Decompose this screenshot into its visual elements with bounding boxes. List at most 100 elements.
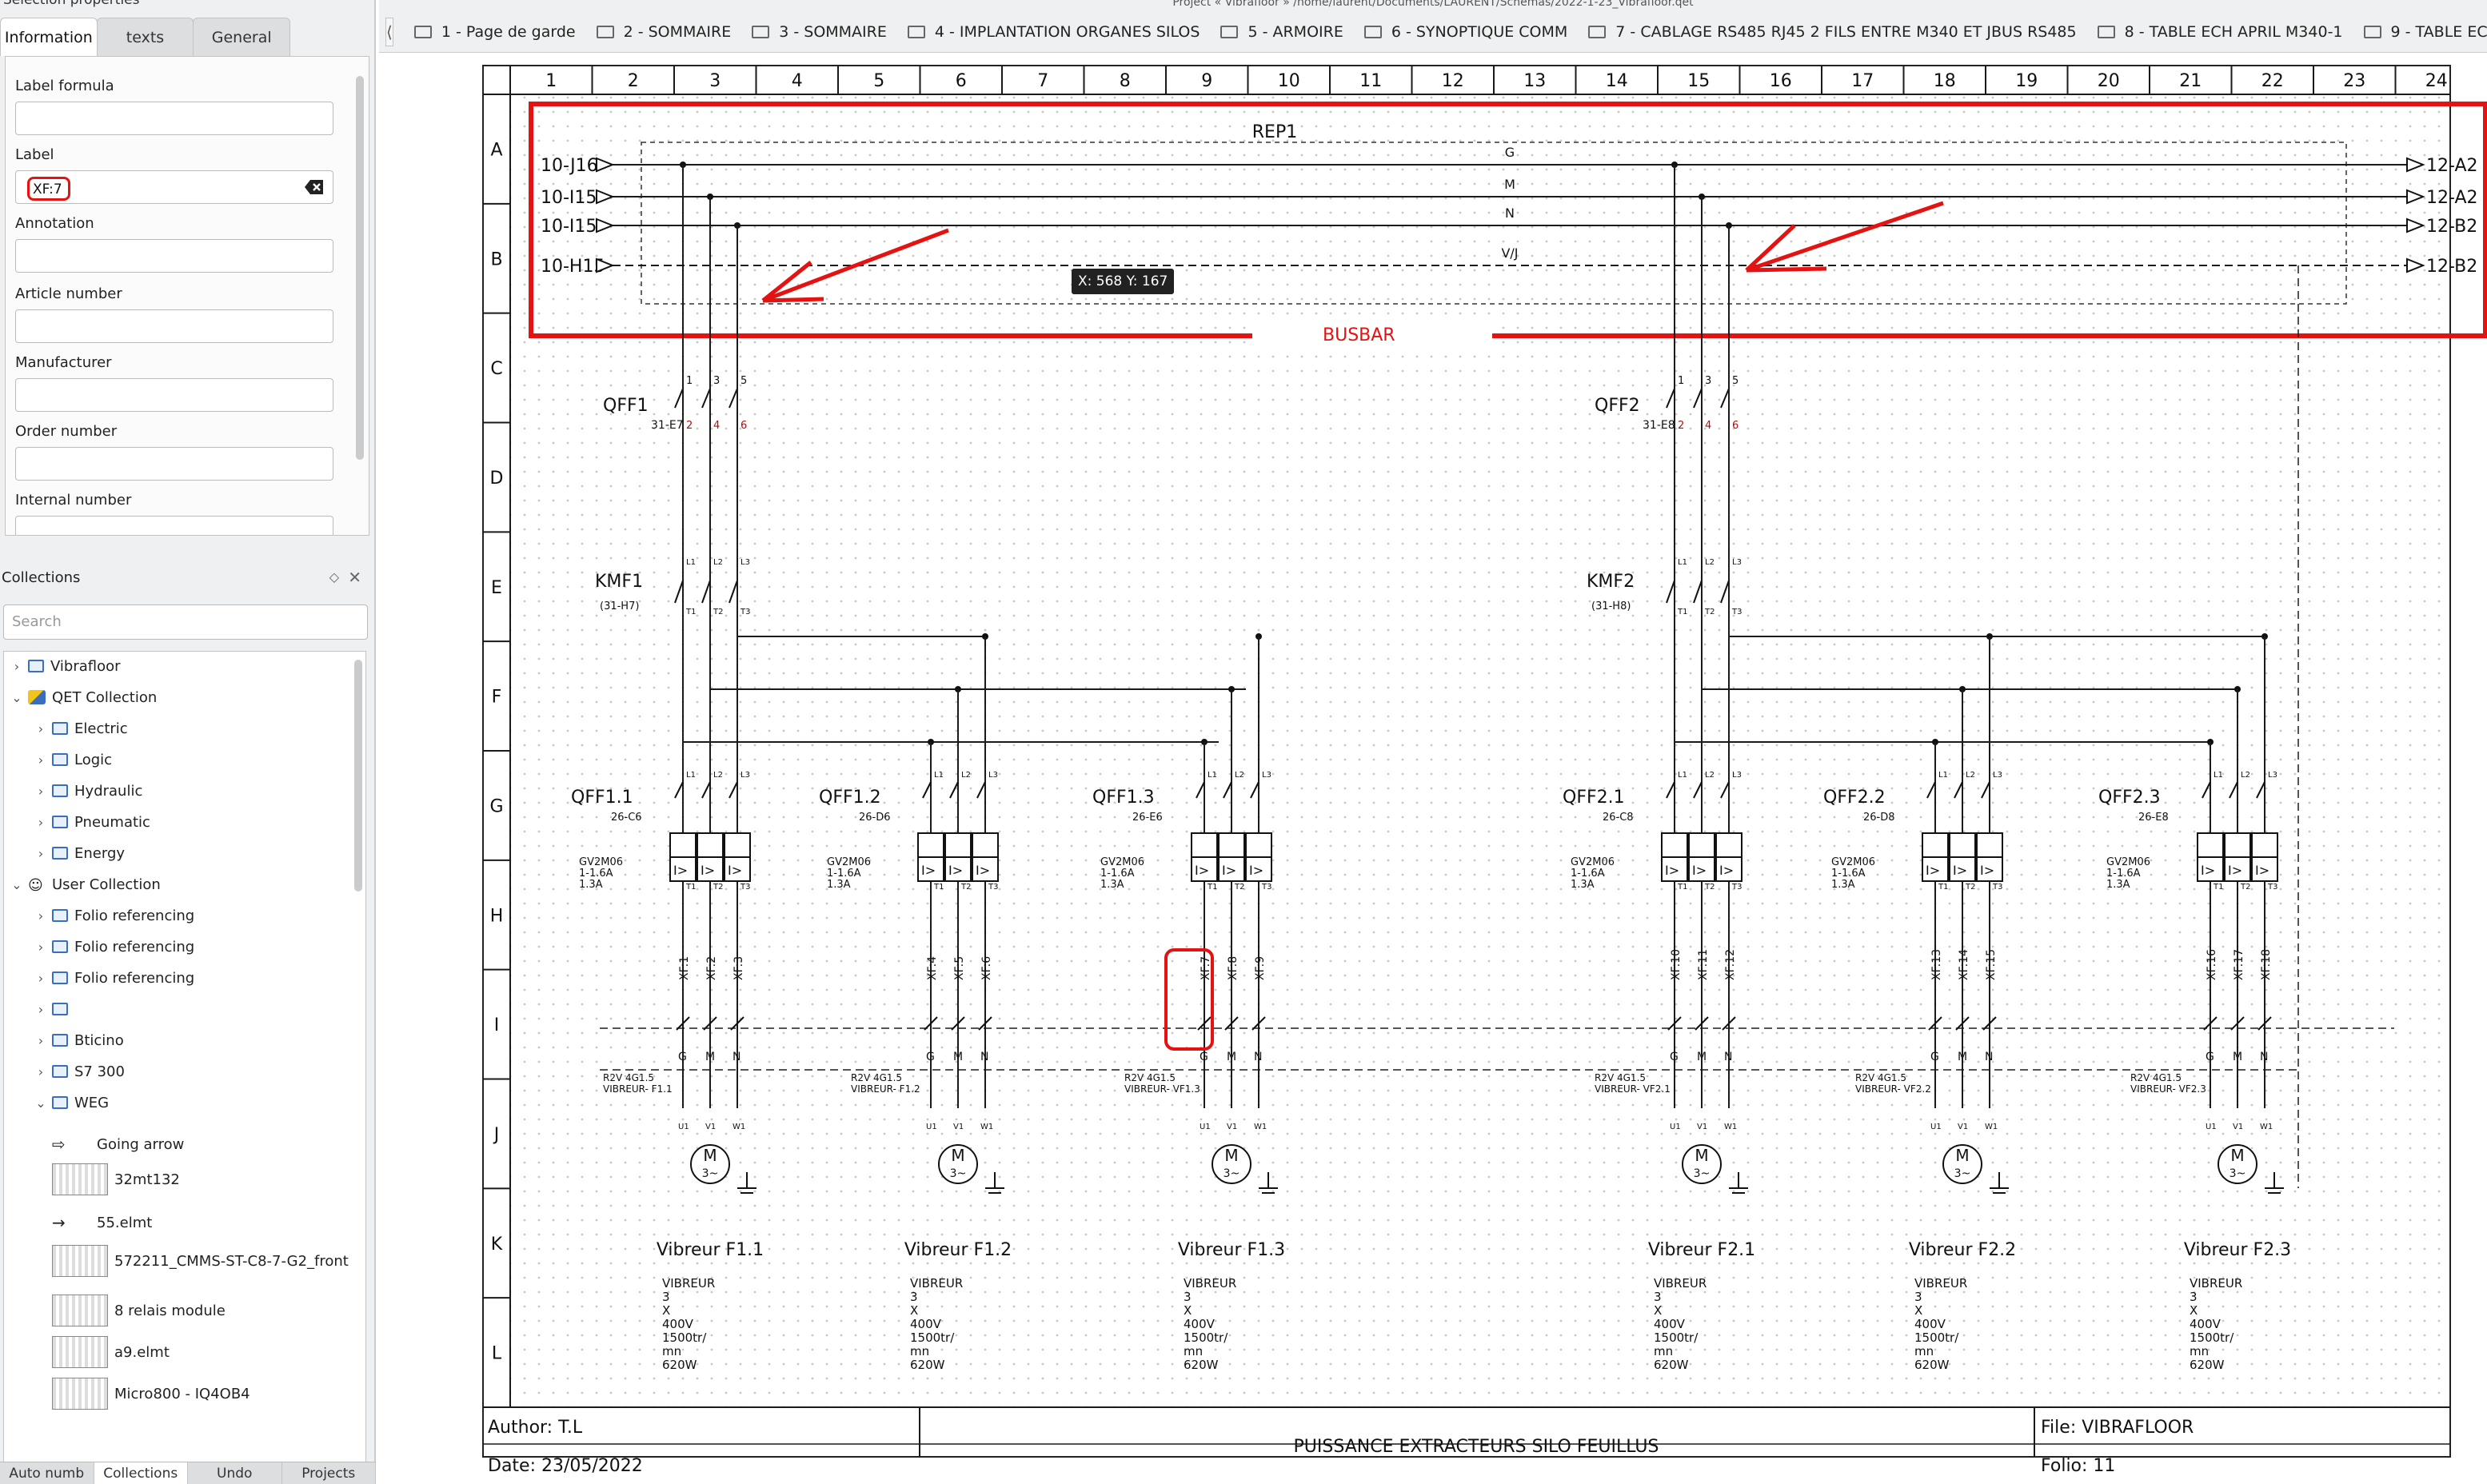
collections-search-input[interactable]: Search: [3, 604, 368, 640]
motor-terminal-label: W1: [733, 1123, 745, 1131]
tree-item[interactable]: ›Bticino: [33, 1026, 124, 1055]
chevron-right-icon[interactable]: ›: [38, 908, 44, 924]
manufacturer-field[interactable]: [15, 378, 333, 412]
close-dock-icon[interactable]: ✕: [348, 568, 361, 587]
folio-tab[interactable]: 5 - ARMOIRE: [1220, 23, 1343, 41]
terminal-block-label: XF:16: [2206, 949, 2218, 980]
chevron-right-icon[interactable]: ›: [38, 752, 44, 768]
label-field[interactable]: XF:7: [15, 170, 333, 204]
clear-text-icon[interactable]: [304, 178, 325, 196]
chevron-right-icon[interactable]: ›: [14, 658, 20, 674]
chevron-right-icon[interactable]: ›: [38, 783, 44, 799]
properties-scrollbar[interactable]: [356, 76, 364, 460]
tree-item[interactable]: ›S7 300: [33, 1057, 125, 1086]
label-formula-field[interactable]: [15, 102, 333, 135]
collection-element[interactable]: Micro800 - IQ4OB4: [36, 1375, 250, 1412]
motor-spec-line: 3: [1184, 1290, 1192, 1304]
tab-information[interactable]: Information: [0, 18, 98, 56]
wire-label: M: [953, 1051, 963, 1063]
magnetic-trip-box: [1218, 856, 1245, 882]
tab-projects[interactable]: Projects: [282, 1462, 376, 1484]
tree-item-label: Logic: [74, 751, 113, 768]
breaker-terminal-top: 3: [1705, 375, 1711, 387]
contactor-contact-icon: [701, 580, 711, 604]
tab-collections[interactable]: Collections: [94, 1462, 188, 1484]
chevron-down-icon[interactable]: ⌄: [35, 1095, 46, 1111]
chevron-right-icon[interactable]: ›: [38, 720, 44, 736]
folio-tab[interactable]: 2 - SOMMAIRE: [596, 23, 731, 41]
chevron-down-icon[interactable]: ⌄: [11, 876, 22, 892]
tree-item[interactable]: ›: [33, 995, 74, 1023]
tree-item[interactable]: ⌄WEG: [33, 1088, 109, 1117]
tree-item[interactable]: ›Pneumatic: [33, 808, 150, 836]
collection-element[interactable]: 8 relais module: [36, 1292, 226, 1329]
tab-texts[interactable]: texts: [96, 18, 194, 56]
breaker-terminal-bottom: 2: [686, 420, 693, 432]
chevron-right-icon[interactable]: ›: [38, 845, 44, 861]
collections-scrollbar[interactable]: [354, 660, 362, 892]
tree-item[interactable]: › Logic: [33, 745, 112, 774]
chevron-right-icon[interactable]: ›: [38, 814, 44, 830]
tab-undo[interactable]: Undo: [188, 1462, 282, 1484]
chevron-right-icon[interactable]: ›: [38, 1063, 44, 1079]
chevron-down-icon[interactable]: ⌄: [11, 689, 22, 705]
annotation-field[interactable]: [15, 239, 333, 273]
unit-terminal-top: L2: [961, 771, 971, 780]
folder-icon: [52, 940, 68, 953]
tree-item[interactable]: ›Vibrafloor: [9, 652, 121, 680]
folio-tab[interactable]: 1 - Page de garde: [413, 23, 576, 41]
collection-element[interactable]: a9.elmt: [36, 1334, 170, 1370]
motor-breaker-name: QFF1.1: [571, 788, 633, 808]
unit-terminal-top: L1: [2214, 771, 2223, 780]
tree-item[interactable]: ⌄☺User Collection: [9, 870, 161, 899]
tab-auto-numbering[interactable]: Auto numb: [0, 1462, 94, 1484]
tab-general[interactable]: General: [193, 18, 291, 56]
internal-number-field[interactable]: [15, 516, 333, 535]
collection-element[interactable]: ⇨Going arrow: [36, 1126, 184, 1163]
folio-tab[interactable]: 4 - IMPLANTATION ORGANES SILOS: [907, 23, 1200, 41]
ground-icon: [2265, 1172, 2284, 1194]
row-letter: B: [490, 249, 502, 269]
row-letter: J: [493, 1125, 500, 1145]
article-number-field[interactable]: [15, 309, 333, 343]
chevron-right-icon[interactable]: ›: [38, 1032, 44, 1048]
folio-tab[interactable]: 3 - SOMMAIRE: [752, 23, 887, 41]
chevron-right-icon[interactable]: ›: [38, 1001, 44, 1017]
tree-item[interactable]: ›Energy: [33, 839, 125, 868]
folio-tab[interactable]: 9 - TABLE ECH APRIL M340_2: [2363, 23, 2487, 41]
connector-arrow-icon: [2406, 189, 2425, 205]
collection-element[interactable]: 572211_CMMS-ST-C8-7-G2_front: [36, 1243, 349, 1279]
motor-spec-line: VIBREUR: [1914, 1276, 1967, 1291]
motor-spec-line: 620W: [1184, 1358, 1219, 1372]
float-dock-icon[interactable]: ◇: [329, 569, 339, 584]
tree-item[interactable]: ›Hydraulic: [33, 776, 143, 805]
tree-item[interactable]: ›Electric: [33, 714, 128, 743]
chevron-right-icon[interactable]: ›: [38, 970, 44, 986]
folio-tab[interactable]: 6 - SYNOPTIQUE COMM: [1363, 23, 1567, 41]
order-number-field[interactable]: [15, 447, 333, 481]
collections-title: Collections: [2, 568, 81, 586]
chevron-right-icon[interactable]: ›: [38, 939, 44, 955]
folio-tab[interactable]: 7 - CABLAGE RS485 RJ45 2 FILS ENTRE M340…: [1588, 23, 2077, 41]
tree-item[interactable]: ›Folio referencing: [33, 963, 194, 992]
folio-page-icon: [1220, 25, 1239, 38]
terminal-icon: [2257, 1016, 2272, 1031]
folio-page-icon: [2363, 25, 2381, 38]
unit-terminal-top: L3: [1262, 771, 1271, 780]
folio-tab[interactable]: 8 - TABLE ECH APRIL M340-1: [2097, 23, 2343, 41]
unit-terminal-bottom: T1: [1207, 883, 1217, 892]
scroll-tabs-left-button[interactable]: ⟨: [385, 17, 393, 46]
breaker-terminal-top: 5: [741, 375, 747, 387]
thermal-relay-box: [944, 832, 972, 858]
collection-element[interactable]: →55.elmt: [36, 1204, 152, 1241]
window-title: Project « Vibrafloor » /home/laurent/Doc…: [379, 0, 2487, 11]
tree-item[interactable]: ›Folio referencing: [33, 901, 194, 930]
collection-element[interactable]: 32mt132: [36, 1161, 180, 1198]
tree-item[interactable]: ⌄QET Collection: [9, 683, 157, 712]
tree-item[interactable]: ›Folio referencing: [33, 932, 194, 961]
breaker-contact-icon: [1720, 388, 1730, 409]
cable-label: VIBREUR- VF1.3: [1124, 1083, 1200, 1095]
busbar-line-label: N: [1505, 205, 1515, 221]
motor-breaker-type: 1.3A: [1100, 879, 1124, 891]
